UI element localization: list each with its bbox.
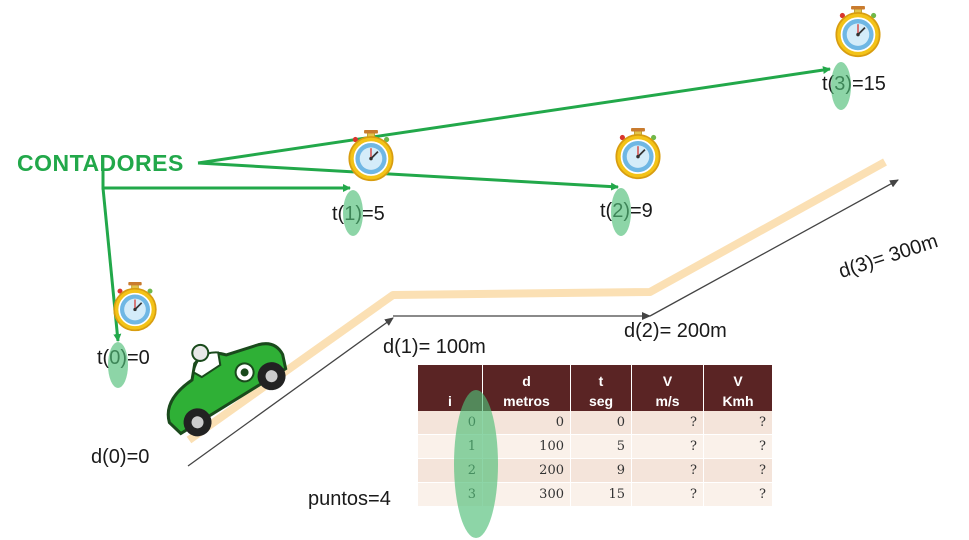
index-column-oval [454, 390, 498, 538]
highlight-oval [831, 62, 851, 110]
stopwatch-icon [615, 128, 661, 180]
road-path [186, 158, 887, 444]
highlight-oval [611, 188, 631, 236]
highlight-oval [108, 342, 128, 388]
distance-label-1: d(1)= 100m [383, 336, 486, 358]
distance-arrows [187, 179, 899, 467]
distance-label-0: d(0)=0 [91, 446, 150, 468]
highlight-oval [343, 190, 363, 236]
counters-label: CONTADORES [17, 150, 184, 176]
points-label: puntos=4 [308, 488, 391, 510]
stopwatch-icon [835, 6, 881, 58]
distance-label-2: d(2)= 200m [624, 320, 727, 342]
stopwatch-icon [348, 130, 394, 182]
race-car-icon [166, 342, 288, 437]
counter-arrows [101, 66, 831, 342]
stopwatch-icon [113, 282, 157, 332]
